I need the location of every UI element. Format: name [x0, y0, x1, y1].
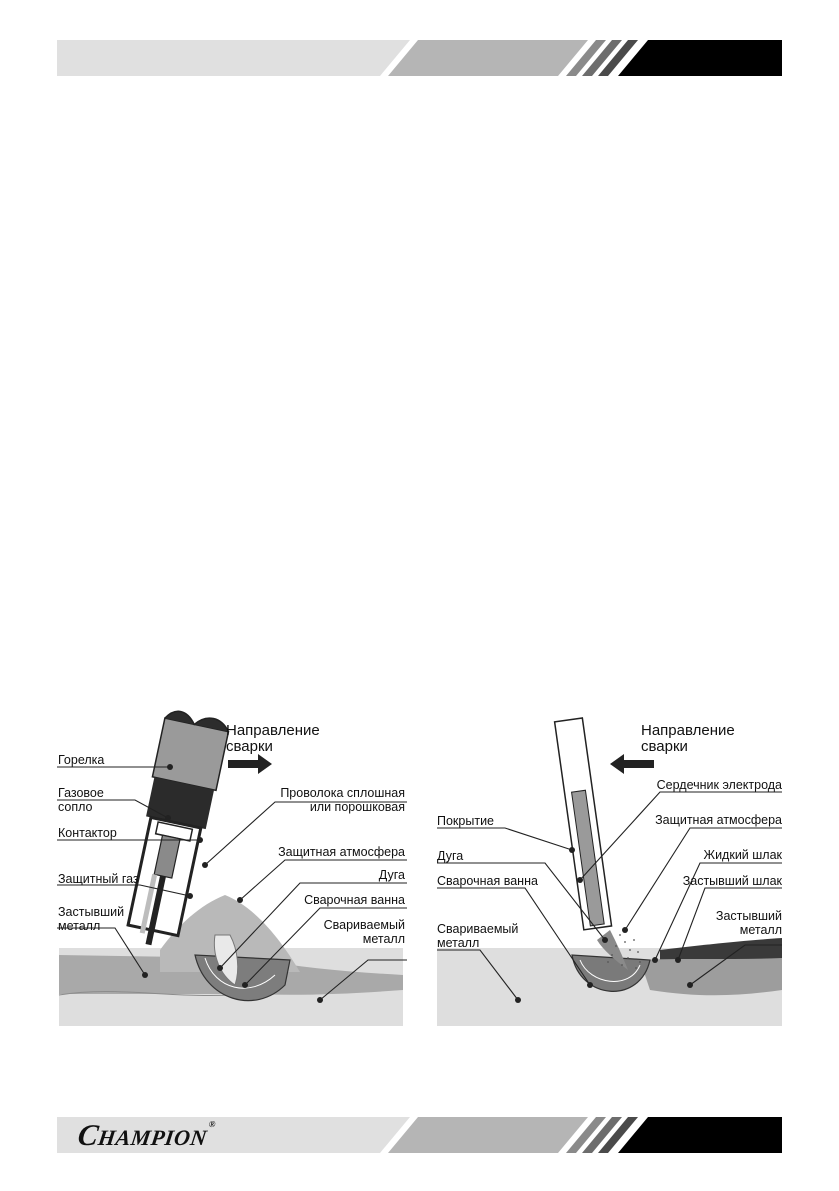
mig-welding-diagram — [57, 710, 407, 1026]
label-atmosphere-right: Защитная атмосфера — [655, 813, 782, 827]
solid-metal-right — [640, 958, 782, 996]
direction-arrow-right — [610, 754, 654, 774]
label-arc-left: Дуга — [378, 868, 405, 882]
label-torch: Горелка — [58, 753, 105, 767]
label-solid-slag: Застывший шлак — [682, 874, 782, 888]
direction-arrow-left — [228, 754, 272, 774]
label-core: Сердечник электрода — [656, 778, 782, 792]
atmosphere-dots — [607, 934, 641, 969]
footer-band — [57, 1117, 782, 1153]
label-weld-pool-left: Сварочная ванна — [304, 893, 405, 907]
arc-left — [213, 934, 239, 986]
shield-atmosphere-left — [160, 895, 300, 972]
label-shield-gas: Защитный газ — [58, 872, 139, 886]
electrode-core — [570, 789, 605, 927]
label-liquid-slag: Жидкий шлак — [703, 848, 782, 862]
label-coating: Покрытие — [437, 814, 495, 828]
label-atmosphere-left: Защитная атмосфера — [278, 845, 405, 859]
header-band — [57, 40, 782, 76]
weld-pool-right — [571, 954, 651, 992]
label-arc-right: Дуга — [437, 849, 464, 863]
wire — [145, 875, 166, 946]
champion-logo: CHAMPION® — [75, 1119, 217, 1152]
label-contact: Контактор — [58, 826, 117, 840]
gas-nozzle — [146, 777, 215, 830]
mma-welding-diagram — [437, 717, 782, 1026]
label-weld-pool-right: Сварочная ванна — [437, 874, 538, 888]
